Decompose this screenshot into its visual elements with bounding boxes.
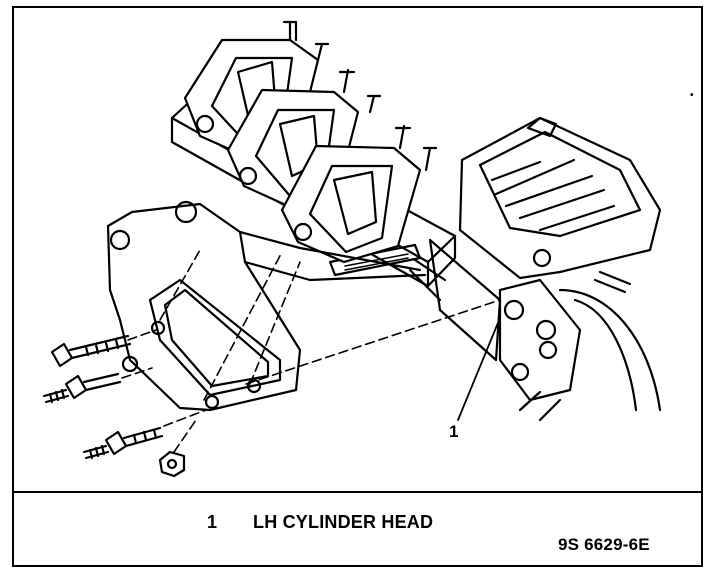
bolt-icon <box>42 334 186 478</box>
legend-divider <box>12 491 703 493</box>
alignment-lines <box>121 249 501 453</box>
legend-number: 1 <box>207 512 218 532</box>
figure-frame <box>12 6 703 567</box>
callout-leader <box>457 317 501 421</box>
cylinder-head <box>408 116 662 422</box>
scan-speck: • <box>690 90 694 101</box>
callout-number: 1 <box>449 422 459 441</box>
legend-label: LH CYLINDER HEAD <box>253 512 434 532</box>
figure-code: 9S 6629-6E <box>558 535 650 554</box>
coil-pack-icon <box>170 20 457 288</box>
